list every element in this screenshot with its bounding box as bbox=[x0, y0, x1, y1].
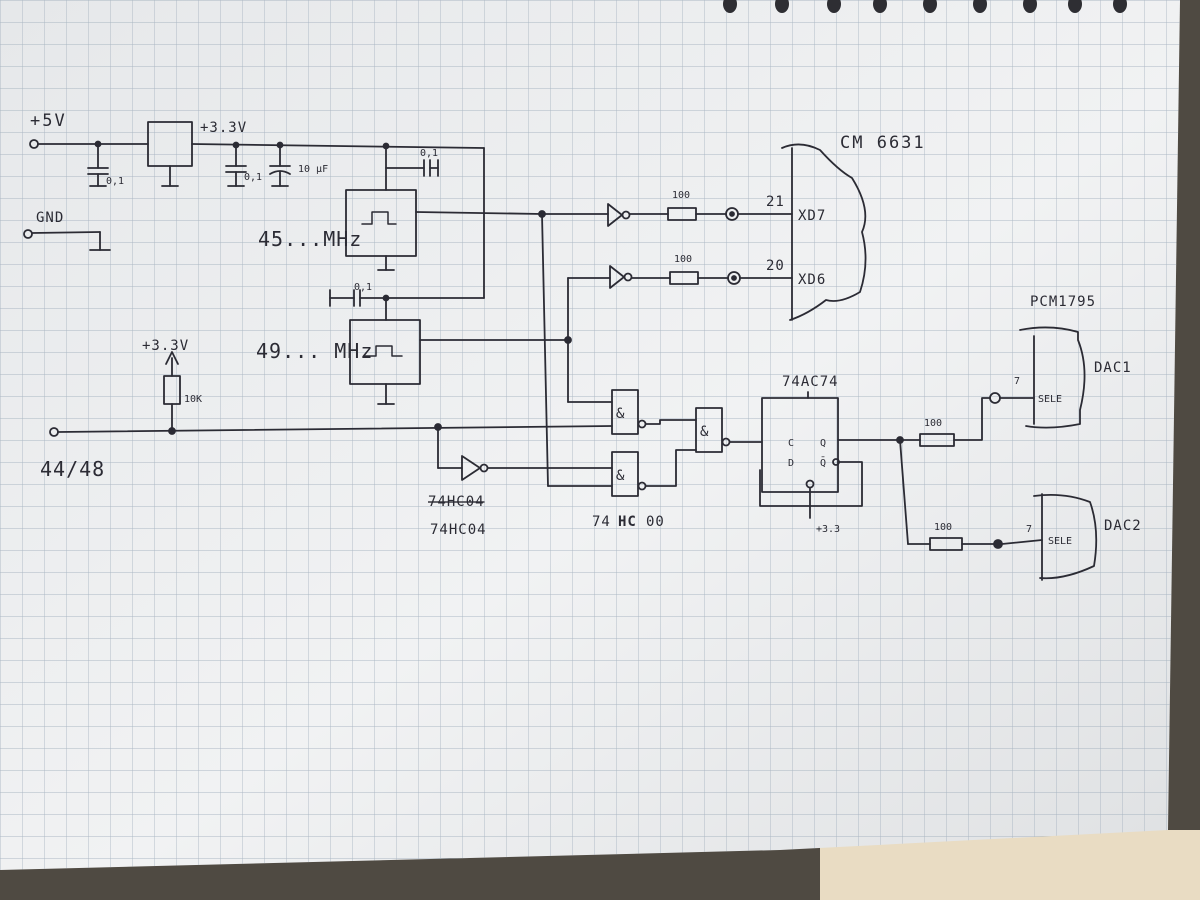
wire-3v3-rail bbox=[191, 143, 485, 149]
label-ff-supply: +3.3 bbox=[816, 524, 840, 535]
label-dac1: DAC1 bbox=[1094, 360, 1132, 376]
label-res-dac2: 100 bbox=[934, 522, 952, 533]
label-inverter-part-struck: 74HC04 bbox=[428, 494, 485, 510]
label-xd6: XD6 bbox=[798, 272, 826, 288]
label-dac2-pin: 7 bbox=[1026, 524, 1032, 535]
labels: +5V +3.3V GND 0,1 0,1 10 μF 0,1 0,1 45..… bbox=[30, 111, 1142, 547]
label-dac2: DAC2 bbox=[1104, 518, 1142, 534]
label-3v3: +3.3V bbox=[200, 120, 247, 136]
label-cap-osc1: 0,1 bbox=[420, 148, 438, 159]
grid-lines bbox=[0, 0, 1180, 870]
label-pin-21: 21 bbox=[766, 194, 785, 210]
label-pullup-resistor: 10K bbox=[184, 394, 202, 405]
label-res-dac1: 100 bbox=[924, 418, 942, 429]
oscillator-section bbox=[329, 142, 569, 405]
label-pcm1795: PCM1795 bbox=[1030, 294, 1096, 310]
label-dac1-pin: 7 bbox=[1014, 376, 1020, 387]
label-nand-symbol-3: & bbox=[700, 424, 709, 440]
power-section bbox=[23, 121, 485, 251]
nand-gate-1 bbox=[611, 389, 639, 435]
label-pullup-supply: +3.3V bbox=[142, 338, 189, 354]
spiral-holes bbox=[723, 0, 1127, 13]
label-ff-q: Q bbox=[820, 438, 826, 449]
flipflop-74ac74 bbox=[761, 397, 839, 493]
label-cap-osc2: 0,1 bbox=[354, 282, 372, 293]
label-osc-45: 45...MHz bbox=[258, 227, 362, 251]
label-dac1-sele: SELE bbox=[1038, 394, 1062, 405]
label-nand-struck: HC bbox=[618, 514, 637, 530]
terminal-gnd bbox=[23, 229, 33, 239]
label-cm6631: CM 6631 bbox=[840, 133, 926, 153]
inverter-xd7 bbox=[607, 203, 623, 227]
clock-routing bbox=[538, 203, 793, 487]
label-cap-10uf: 10 μF bbox=[298, 164, 328, 175]
label-cap-5v: 0,1 bbox=[106, 176, 124, 187]
label-nand-prefix: 74 bbox=[592, 514, 611, 530]
label-pin-20: 20 bbox=[766, 258, 785, 274]
label-ff-d: D bbox=[788, 458, 794, 469]
label-inverter-part: 74HC04 bbox=[430, 522, 487, 538]
label-5v: +5V bbox=[30, 111, 67, 131]
label-select-input: 44/48 bbox=[40, 457, 105, 481]
label-gnd: GND bbox=[36, 210, 64, 226]
label-flipflop-part: 74AC74 bbox=[782, 374, 839, 390]
label-ff-c: C bbox=[788, 438, 794, 449]
inverter-select bbox=[461, 455, 481, 481]
oscillator-45mhz bbox=[345, 189, 417, 257]
label-xd7: XD7 bbox=[798, 208, 826, 224]
label-nand-symbol-1: & bbox=[616, 406, 625, 422]
nand-gate-2 bbox=[611, 451, 639, 497]
label-dac2-sele: SELE bbox=[1048, 536, 1072, 547]
label-nand-symbol-2: & bbox=[616, 468, 625, 484]
label-res-xd6: 100 bbox=[674, 254, 692, 265]
logic-section bbox=[49, 326, 1098, 581]
label-res-xd7: 100 bbox=[672, 190, 690, 201]
label-nand-suffix: 00 bbox=[646, 514, 665, 530]
label-osc-49: 49... MHz bbox=[256, 339, 373, 363]
label-cap-3v3: 0,1 bbox=[244, 172, 262, 183]
cm6631-chip bbox=[781, 143, 867, 321]
oscillator-49mhz bbox=[349, 319, 421, 385]
inverter-xd6 bbox=[609, 265, 625, 289]
label-ff-qbar: Q̄ bbox=[820, 456, 826, 469]
nand-gate-3 bbox=[695, 407, 723, 453]
